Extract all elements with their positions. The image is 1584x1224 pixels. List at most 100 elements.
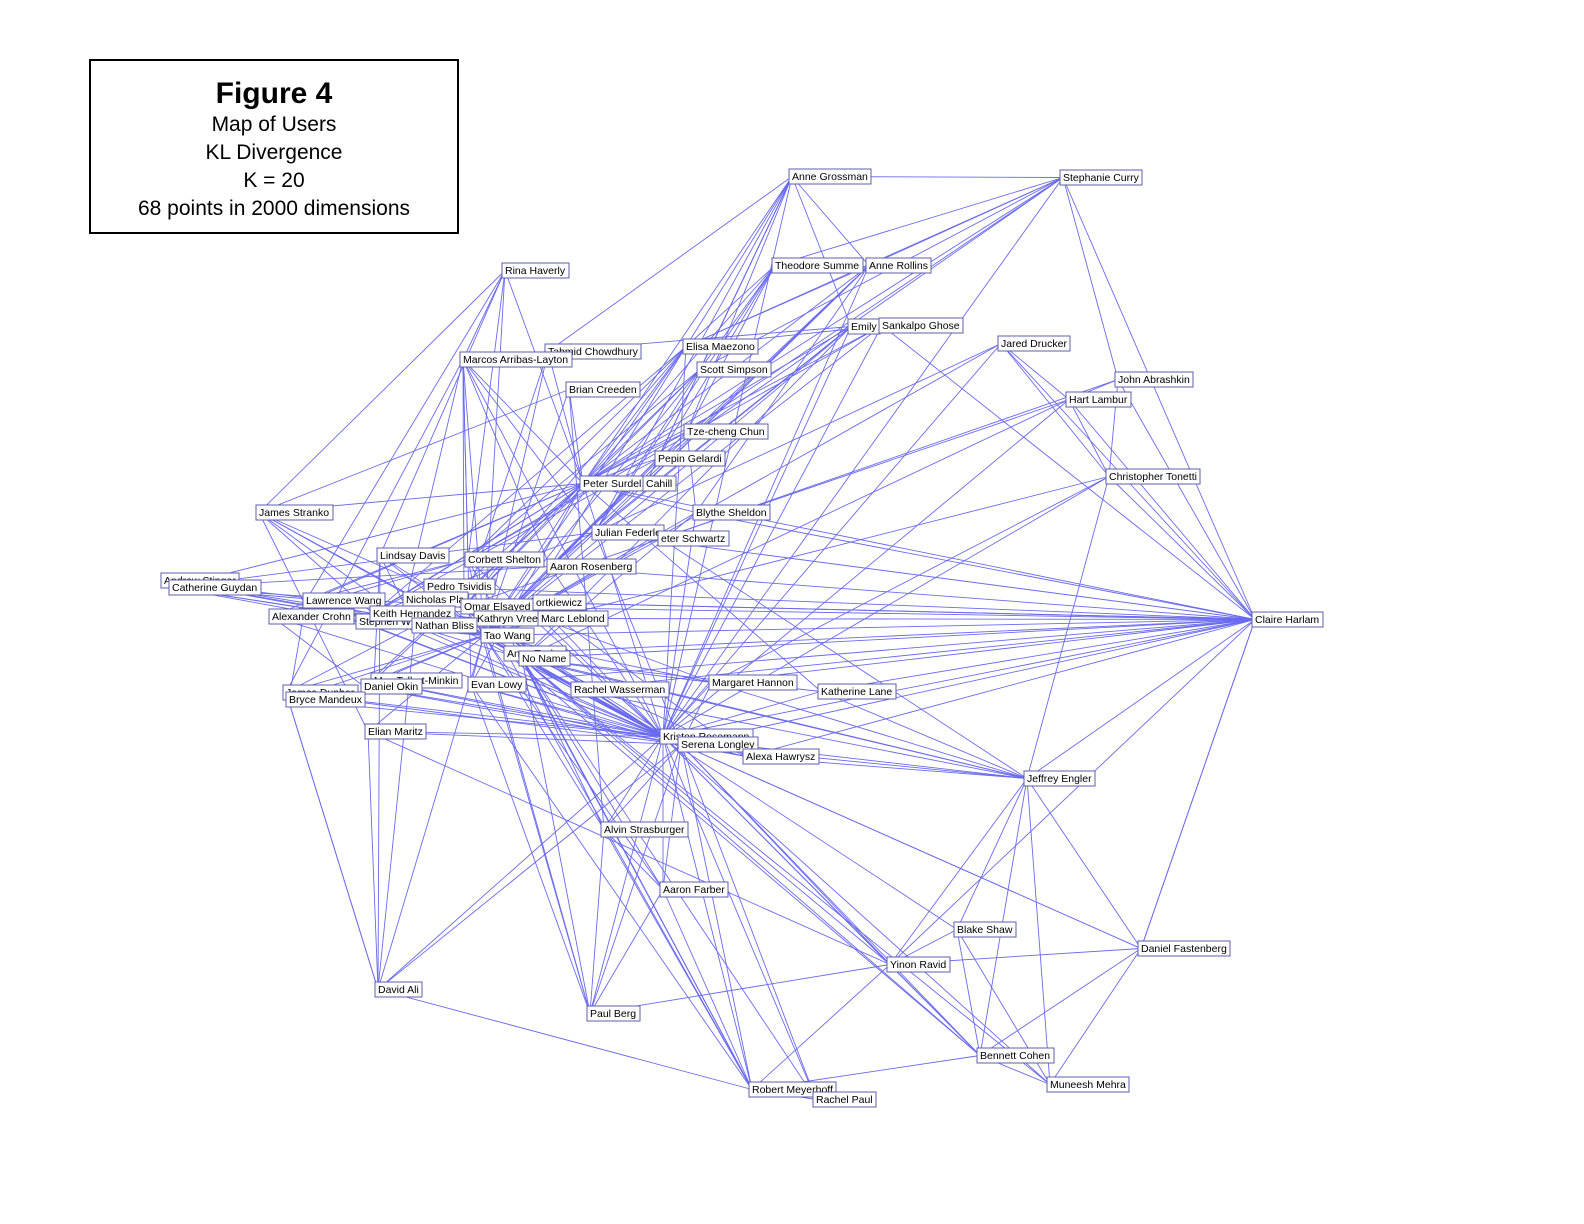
graph-edge [657, 177, 1064, 459]
graph-edge [504, 270, 584, 484]
graph-edge [483, 619, 1256, 636]
node-label: eter Schwartz [661, 533, 725, 545]
graph-edge [680, 744, 1142, 949]
node-box [878, 317, 964, 334]
figure-subtitle-line: K = 20 [243, 169, 305, 192]
node-label: Jeffrey Engler [1027, 773, 1092, 785]
node-box [1059, 169, 1143, 186]
node-nathan-bliss: Nathan Bliss [411, 617, 478, 634]
graph-edge [662, 326, 852, 737]
node-label: Sankalpo Ghose [882, 320, 960, 332]
node-label: Corbett Shelton [468, 554, 541, 566]
node-box [1046, 1076, 1130, 1093]
graph-edge [1062, 177, 1119, 380]
node-tze-cheng-chun: Tze-cheng Chun [683, 423, 769, 440]
node-label: David Ali [378, 984, 419, 996]
graph-edge [695, 265, 870, 513]
node-box [364, 723, 427, 740]
node-daniel-fastenberg: Daniel Fastenberg [1137, 940, 1231, 957]
node-box [654, 450, 726, 467]
node-jared-drucker: Jared Drucker [997, 335, 1071, 352]
node-label: Theodore Summe [775, 260, 859, 272]
graph-edge [549, 346, 687, 567]
node-label: Emily [851, 321, 877, 333]
graph-edge [1000, 343, 1110, 477]
node-catherine-guydan: Catherine Guydan [168, 579, 262, 596]
node-label: Hart Lambur [1069, 394, 1128, 406]
node-box [865, 257, 932, 274]
node-yinon-ravid: Yinon Ravid [886, 956, 951, 973]
node-tao-wang: Tao Wang [480, 627, 535, 644]
graph-edge [889, 619, 1256, 965]
figure-caption-box: Figure 4 Map of Users KL Divergence K = … [89, 59, 459, 234]
node-emily: Emily [847, 318, 881, 335]
graph-edge [367, 731, 379, 990]
graph-edge [462, 270, 506, 360]
graph-edge [1117, 379, 1256, 620]
graph-edge [582, 431, 688, 484]
graph-edge [470, 684, 591, 1014]
node-rachel-wasserman: Rachel Wasserman [570, 681, 670, 698]
graph-edge [685, 265, 776, 347]
graph-edge [1108, 476, 1256, 620]
node-label: Alvin Strasburger [604, 824, 685, 836]
node-label: Lawrence Wang [306, 595, 382, 607]
node-pepin-gelardi: Pepin Gelardi [654, 450, 726, 467]
node-brian-creeden: Brian Creeden [565, 381, 641, 398]
node-label: Anne Rollins [869, 260, 928, 272]
node-box [771, 257, 864, 274]
node-box [976, 1047, 1055, 1064]
graph-edge [377, 736, 664, 990]
node-stephanie-curry: Stephanie Curry [1059, 169, 1143, 186]
node-john-abrashkin: John Abrashkin [1114, 371, 1194, 388]
graph-edge [711, 619, 1256, 683]
node-box [168, 579, 262, 596]
node-no-name: No Name [518, 650, 571, 667]
node-box [997, 335, 1071, 352]
node-label: Elisa Maezono [686, 341, 755, 353]
node-label: Keith Hernandez [373, 608, 451, 620]
node-box [812, 1091, 877, 1108]
graph-edge [603, 829, 753, 1090]
graph-edge [979, 778, 1028, 1056]
node-label: Nathan Bliss [415, 620, 474, 632]
node-box [464, 551, 545, 568]
node-evan-lowy: Evan Lowy [467, 676, 527, 693]
node-daniel-okin: Daniel Okin [360, 678, 423, 695]
node-box [501, 262, 570, 279]
graph-edge [711, 682, 1028, 779]
graph-edge [711, 476, 1110, 683]
node-lawrence-wang: Lawrence Wang [302, 592, 386, 609]
graph-edge [680, 619, 1256, 745]
graph-edge [582, 326, 852, 484]
node-box [708, 674, 798, 691]
node-box [1065, 391, 1132, 408]
graph-edge [662, 265, 870, 737]
graph-edge [363, 686, 664, 737]
graph-edges [163, 176, 1256, 1100]
graph-edge [483, 325, 883, 636]
graph-edge [685, 265, 870, 347]
graph-edge [467, 346, 687, 560]
node-box [886, 956, 951, 973]
node-serena-longley: Serena Longley [677, 736, 759, 753]
node-peter-schwartz: eter Schwartz [657, 530, 730, 547]
node-bennett-cohen: Bennett Cohen [976, 1047, 1055, 1064]
graph-edge [547, 176, 793, 352]
node-box [518, 650, 571, 667]
node-label: Lindsay Davis [380, 550, 445, 562]
graph-edge [1062, 177, 1256, 620]
graph-edge [751, 964, 891, 1090]
node-label: Evan Lowy [471, 679, 523, 691]
node-blake-shaw: Blake Shaw [953, 921, 1017, 938]
graph-edge [662, 889, 753, 1090]
node-alexander-crohn: Alexander Crohn [268, 608, 355, 625]
graph-edge [956, 929, 981, 1056]
node-box [480, 627, 535, 644]
graph-edge [589, 964, 891, 1014]
node-label: Yinon Ravid [890, 959, 946, 971]
graph-edge [1140, 619, 1256, 949]
node-label: No Name [522, 653, 567, 665]
node-label: Alexa Hawrysz [746, 751, 815, 763]
graph-edge [1026, 619, 1256, 779]
